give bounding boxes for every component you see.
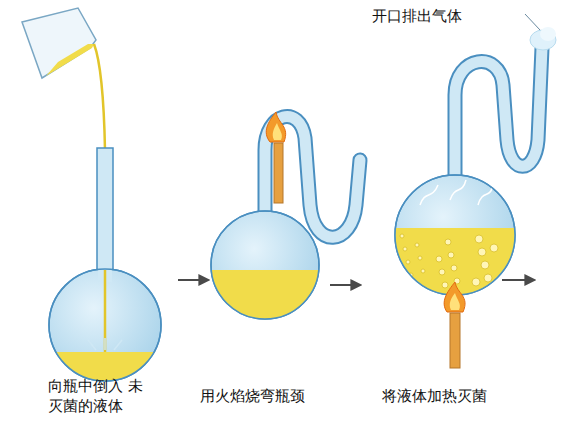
flame-core bbox=[273, 123, 282, 140]
step-caption: 将液体加热灭菌 bbox=[382, 386, 487, 406]
stage-three bbox=[390, 14, 556, 368]
splash bbox=[88, 338, 122, 350]
flame bbox=[266, 112, 285, 142]
burner bbox=[450, 313, 460, 368]
gas-cloud bbox=[540, 27, 556, 41]
stage-one bbox=[22, 8, 170, 392]
swan-neck bbox=[455, 48, 542, 178]
beaker bbox=[22, 8, 96, 78]
bubbles bbox=[400, 234, 498, 295]
flask-neck bbox=[97, 148, 113, 278]
flame-core bbox=[450, 293, 460, 310]
burner bbox=[274, 143, 283, 203]
step-arrow bbox=[178, 279, 208, 281]
beaker-liquid bbox=[46, 44, 94, 76]
step-caption: 用火焰烧弯瓶颈 bbox=[200, 386, 305, 406]
step-arrow bbox=[502, 279, 534, 281]
callout-label: 开口排出气体 bbox=[372, 6, 462, 26]
step-arrow bbox=[330, 284, 360, 286]
stage-two bbox=[205, 112, 360, 330]
swan-neck-outline bbox=[455, 48, 542, 178]
steam bbox=[420, 180, 492, 205]
gas-leader bbox=[525, 14, 540, 30]
flame bbox=[444, 282, 465, 312]
step-caption: 向瓶中倒入 未灭菌的液体 bbox=[48, 376, 150, 416]
